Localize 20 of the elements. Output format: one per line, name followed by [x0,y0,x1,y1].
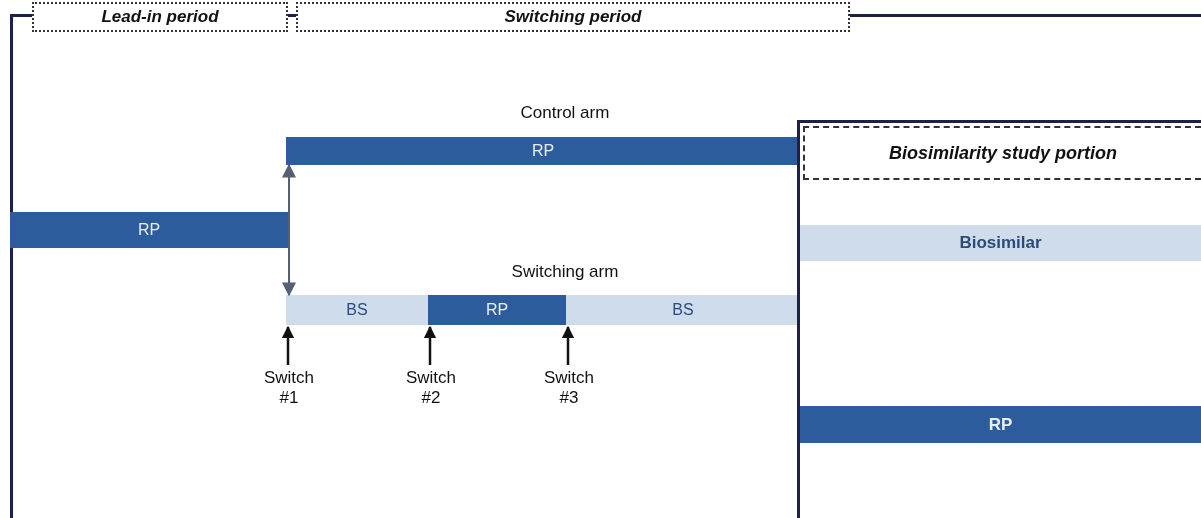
period-box: Lead-in period [32,2,288,32]
treatment-bar: RP [800,406,1201,443]
treatment-bar: RP [10,212,288,248]
treatment-bar: RP [286,137,800,165]
switch-label: Switch #2 [401,365,461,411]
switch-label: Switch #1 [259,365,319,411]
panel-heading: Biosimilarity study portion [803,126,1201,180]
treatment-bar: BS [286,295,428,325]
double-arrow [282,163,296,297]
treatment-bar: Biosimilar [800,225,1201,261]
arm-label: Control arm [520,103,610,123]
period-box: Switching period [296,2,850,32]
arm-label: Switching arm [511,262,619,282]
switch-label: Switch #3 [539,365,599,411]
arrow [281,325,295,365]
study-panel [797,120,1201,518]
arrow [423,325,437,365]
treatment-bar: RP [428,295,566,325]
arrow [561,325,575,365]
treatment-bar: BS [566,295,800,325]
